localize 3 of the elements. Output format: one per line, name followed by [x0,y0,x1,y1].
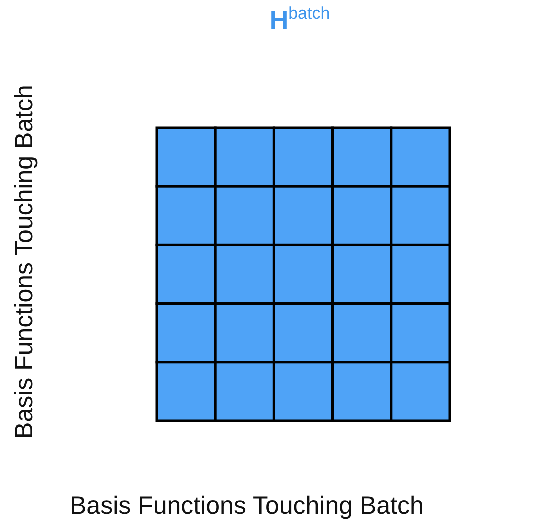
axis-label: Basis Functions Touching Batch [70,492,424,521]
axis-label: Basis Functions Touching Batch [10,85,40,439]
matrix-title: H$^{batch}$ [268,4,332,36]
